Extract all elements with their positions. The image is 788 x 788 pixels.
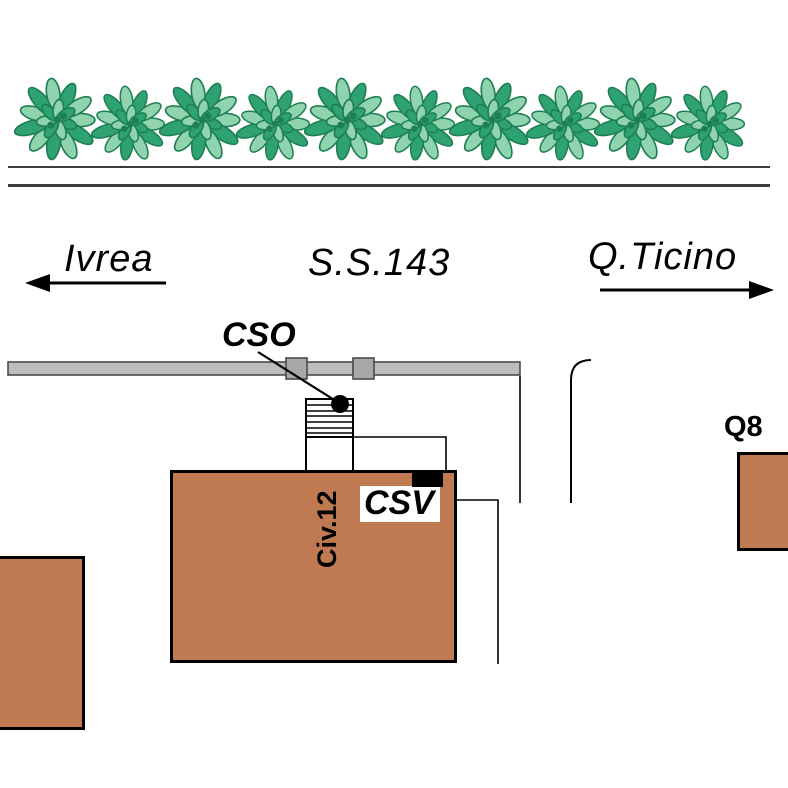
gas-station-label: Q8 <box>724 411 763 443</box>
cso-leader-line <box>257 351 337 402</box>
entry-path-line <box>353 436 447 471</box>
road-edge-top-line <box>8 166 770 168</box>
csv-node-label: CSV <box>360 486 440 522</box>
cso-node-label: CSO <box>222 316 296 354</box>
side-street-edge <box>570 359 592 503</box>
road-edge-bottom-line <box>8 184 770 187</box>
cso-node-dot <box>331 395 349 413</box>
road-name-label: S.S.143 <box>308 242 451 284</box>
q8-building <box>737 452 788 551</box>
utility-main-line <box>7 361 521 376</box>
building-number-label: Civ.12 <box>312 490 342 568</box>
left-arrow-icon <box>25 274 50 292</box>
joint-box-right <box>352 357 375 380</box>
right-destination-label: Q.Ticino <box>588 236 738 278</box>
building-service-line <box>456 499 499 664</box>
main-building <box>170 470 457 663</box>
left-destination-label: Ivrea <box>64 238 154 280</box>
right-arrow-icon <box>749 281 774 299</box>
csv-marker <box>412 471 443 487</box>
bottom-left-building <box>0 556 85 730</box>
